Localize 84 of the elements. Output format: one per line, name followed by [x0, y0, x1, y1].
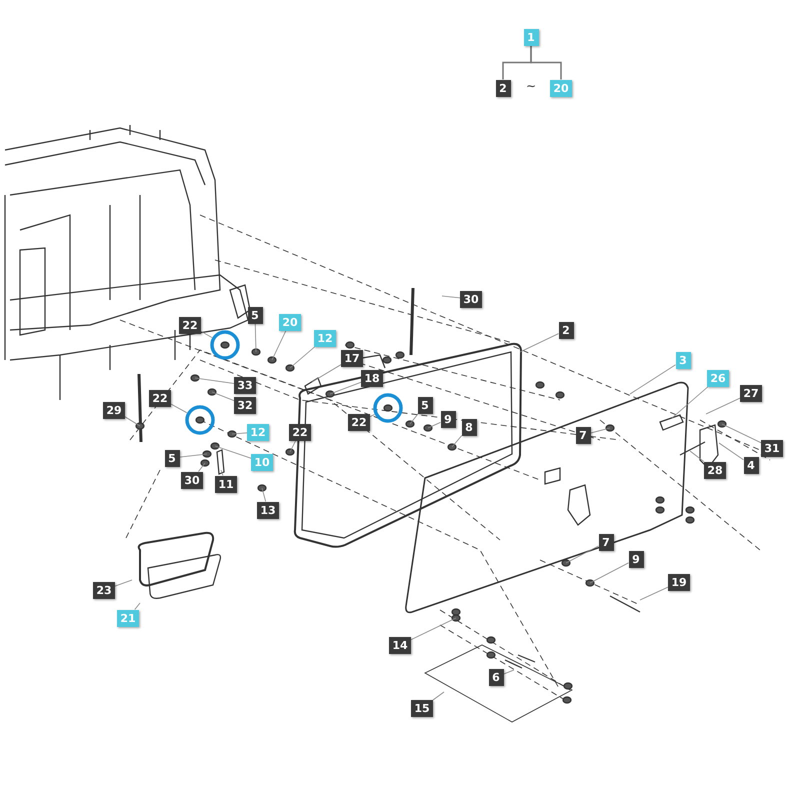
leader-line: [312, 364, 342, 382]
leader-line: [290, 346, 316, 368]
leader-line: [200, 330, 212, 338]
callout-number: 28: [704, 462, 726, 478]
leader-line: [179, 454, 208, 458]
callout-number: 18: [361, 370, 383, 386]
leader-line: [690, 450, 704, 462]
callout-number: 22: [179, 316, 201, 334]
callout-number: 7: [576, 426, 590, 444]
callout-number: 19: [668, 574, 690, 590]
leader-line: [220, 470, 224, 476]
callout-number: 30: [460, 290, 482, 308]
callout-number: 27: [740, 384, 762, 402]
callout-number: 9: [440, 410, 456, 428]
leader-line: [124, 416, 140, 426]
leader-line: [520, 333, 559, 352]
leader-line: [134, 602, 140, 610]
callout-number: 20: [550, 80, 572, 96]
leader-line: [170, 404, 188, 414]
leader-line: [503, 670, 514, 674]
highlight-ring: [185, 405, 215, 435]
leader-line: [212, 392, 234, 402]
highlight-ring: [373, 393, 403, 423]
callout-number: 5: [164, 450, 180, 466]
leader-line: [432, 692, 444, 700]
callout-number: 32: [234, 396, 256, 414]
leader-line: [272, 330, 286, 360]
leader-line: [442, 296, 460, 298]
callout-number: 23: [93, 582, 115, 598]
callout-number: 29: [103, 402, 125, 418]
leader-line: [706, 398, 740, 414]
callout-number: 12: [314, 330, 336, 346]
callout-number: 22: [348, 414, 370, 430]
leader-line: [330, 382, 362, 394]
callout-number: 7: [598, 534, 614, 550]
range-sign: ~: [526, 79, 536, 93]
callout-number: 14: [389, 636, 411, 654]
callout-number: 12: [247, 424, 269, 440]
leader-line: [410, 413, 419, 424]
leader-line: [452, 435, 462, 448]
callout-number: 6: [488, 668, 504, 686]
leader-line: [722, 424, 762, 444]
leader-line: [214, 446, 252, 459]
leader-line: [428, 422, 441, 428]
leader-line: [590, 428, 610, 434]
leader-line: [672, 386, 709, 418]
callout-number: 15: [411, 700, 433, 716]
callout-number: 4: [744, 456, 758, 474]
leader-line: [232, 432, 248, 434]
leader-line: [290, 440, 296, 452]
callout-number: 30: [181, 472, 203, 488]
callout-number: 2: [558, 322, 574, 338]
callout-number: 5: [418, 396, 432, 414]
leader-line: [262, 488, 266, 502]
callout-number: 26: [707, 370, 729, 386]
callout-number: 13: [257, 502, 279, 518]
leader-line: [198, 462, 206, 472]
leader-line: [718, 442, 744, 460]
leader-line: [630, 364, 676, 394]
callout-number: 20: [279, 314, 301, 330]
leader-line: [566, 546, 599, 564]
callout-number: 33: [234, 376, 256, 394]
leader-line: [254, 323, 256, 352]
highlight-ring: [210, 330, 240, 360]
leader-line: [590, 562, 629, 584]
callout-number: 31: [761, 440, 783, 456]
leader-line: [640, 586, 668, 600]
leader-line: [194, 378, 234, 384]
callout-number: 9: [628, 550, 644, 568]
callout-number: 1: [524, 28, 538, 46]
callout-number: 3: [676, 352, 690, 368]
callout-number: 10: [251, 454, 273, 470]
callout-number: 11: [215, 476, 237, 492]
callout-number: 8: [462, 418, 476, 436]
callout-number: 2: [496, 80, 510, 96]
callout-number: 17: [341, 350, 363, 366]
leader-line: [370, 414, 375, 418]
callout-number: 5: [248, 306, 262, 324]
callout-number: 22: [149, 390, 171, 406]
bracket-line: [530, 46, 562, 80]
callout-number: 22: [289, 424, 311, 440]
leader-line: [114, 580, 132, 586]
leader-line: [410, 618, 456, 640]
callout-number: 21: [117, 610, 139, 626]
